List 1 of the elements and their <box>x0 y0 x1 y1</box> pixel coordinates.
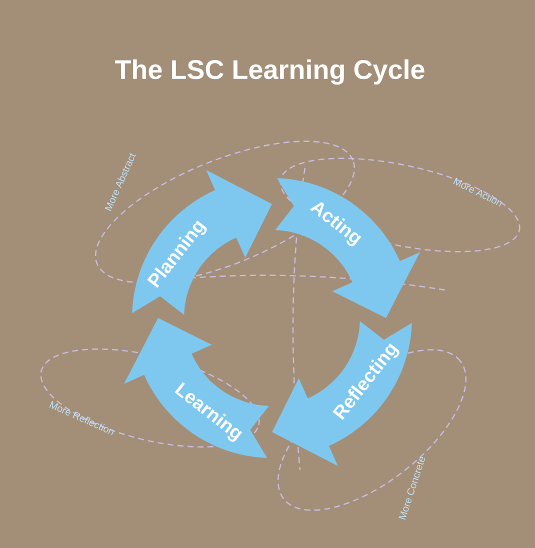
title: The LSC Learning Cycle <box>115 59 424 85</box>
